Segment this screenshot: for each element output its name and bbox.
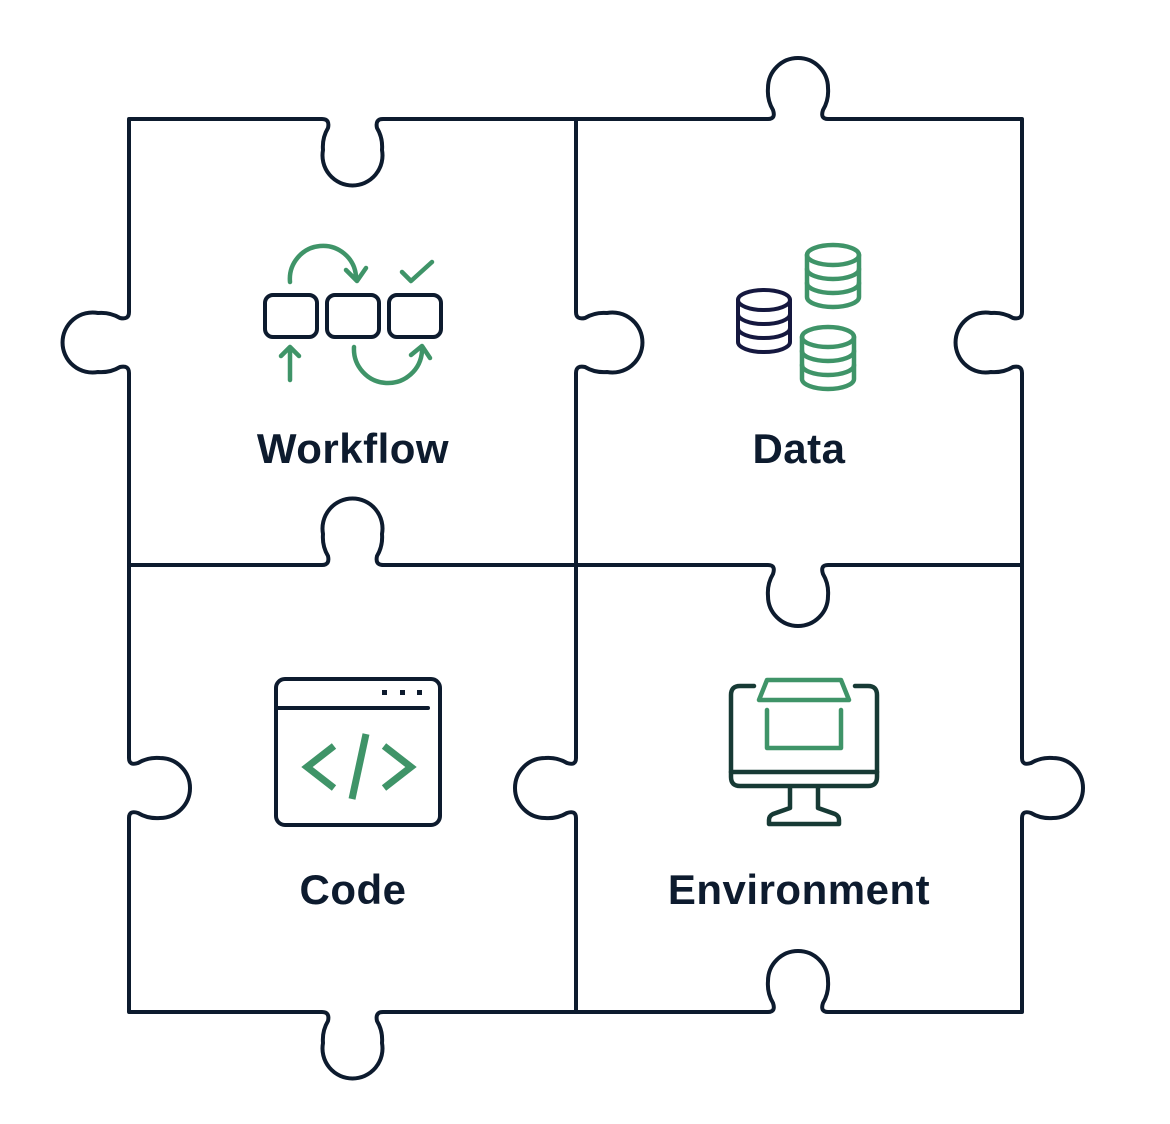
browser-window-frame (274, 677, 442, 827)
puzzle-outline (60, 56, 1085, 1081)
piece-environment: Environment (668, 677, 930, 913)
monitor-screen (728, 683, 880, 789)
workflow-step-box-3 (387, 293, 443, 339)
check-icon (399, 259, 435, 284)
angle-bracket-right (381, 743, 417, 791)
up-arrow-icon (278, 344, 302, 383)
arrowhead-bottom (408, 343, 433, 361)
window-dot-2 (400, 690, 405, 695)
workflow-icon (263, 243, 443, 386)
piece-data: Data (736, 242, 862, 472)
arrowhead-top (343, 265, 369, 284)
piece-workflow: Workflow (257, 243, 449, 472)
piece-code: Code (274, 677, 442, 913)
workflow-label: Workflow (257, 425, 449, 472)
database-cylinder-green-top (804, 242, 862, 310)
database-cylinder-green-bottom (799, 324, 857, 392)
package-lid (756, 677, 852, 703)
horizontal-divider (127, 496, 1024, 628)
database-cylinder-navy (736, 288, 792, 354)
window-dot-3 (417, 690, 422, 695)
window-dot-1 (382, 690, 387, 695)
workflow-step-box-2 (325, 293, 381, 339)
environment-label: Environment (668, 866, 930, 913)
code-label: Code (300, 866, 407, 913)
database-stack-icon (736, 242, 862, 392)
data-label: Data (752, 425, 845, 472)
vertical-divider (513, 117, 645, 1014)
monitor-stand (766, 784, 842, 827)
outer-border (60, 56, 1085, 1081)
angle-bracket-left (301, 743, 337, 791)
arc-arrow-bottom (351, 344, 425, 386)
code-window-icon (274, 677, 442, 827)
slash-mark (348, 733, 370, 800)
workflow-step-box-1 (263, 293, 319, 339)
monitor-package-icon (728, 677, 880, 827)
arc-arrow-top (287, 243, 359, 285)
package-body (764, 707, 844, 751)
